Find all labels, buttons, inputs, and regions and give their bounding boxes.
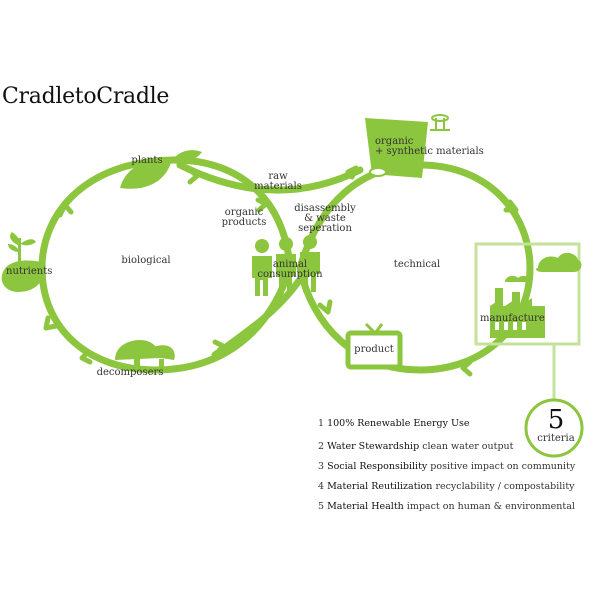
materials-icon [365,118,428,178]
nutrients-label: nutrients [6,266,53,277]
arrow-icon [212,339,226,356]
factory-icon [490,288,545,338]
cloud-icon [505,252,582,282]
criteria-badge-circle [524,398,584,458]
product-label: product [354,344,394,355]
arrow-icon [317,299,333,315]
people-icon [252,235,320,296]
criteria-item: 3 Social Responsibility positive impact … [318,461,576,472]
flask-icon [430,114,450,131]
criteria-badge: 5 criteria [537,405,575,444]
technical-label: technical [393,259,441,270]
arrow-icon [79,349,93,365]
arrow-icon [57,202,74,218]
criteria-item: 5 Material Health impact on human & envi… [318,501,575,512]
leaf-icon [120,150,202,189]
manufacture-frame [474,242,581,346]
seedling-icon [1,232,44,292]
manufacture-label: manufacture [480,313,545,324]
arrow-icon [460,359,473,377]
tv-icon [345,322,403,370]
plants-label: plants [131,155,163,166]
biological-label: biological [121,255,171,266]
arrow-icon [503,199,519,213]
arrow-icon [43,315,59,331]
page-title: CradletoCradle [2,84,170,109]
decomposers-label: decomposers [96,367,164,378]
raw-materials-arc [176,161,364,194]
organic-synthetic-label: organic+ synthetic materials [375,136,484,157]
mushroom-icon [115,340,175,370]
criteria-item: 2 Water Stewardship clean water output [318,441,514,452]
arrow-icon [187,167,200,185]
criteria-item: 1 100% Renewable Energy Use [318,418,470,429]
arrow-icon [345,165,359,180]
criteria-item: 4 Material Reutilization recyclability /… [318,481,575,492]
arrow-icon [255,197,269,213]
